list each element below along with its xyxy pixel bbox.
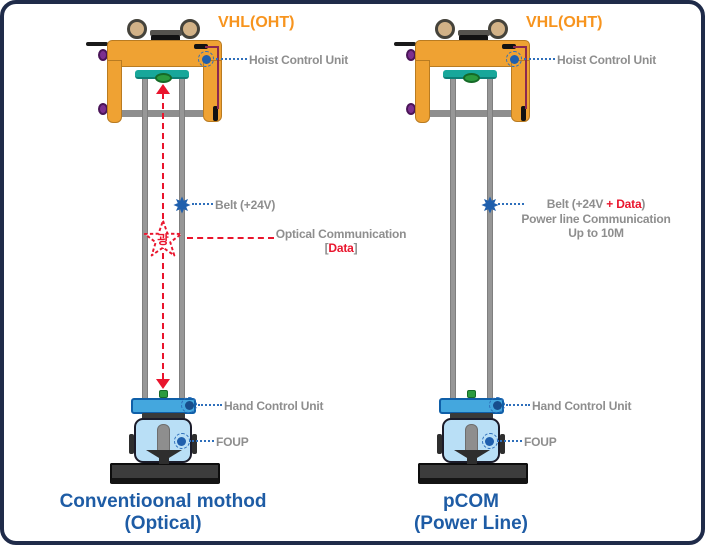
optical-line2: [Data] — [324, 241, 358, 255]
sensor-slot-top — [502, 44, 516, 49]
foup-arrow-icon — [146, 450, 182, 461]
belt-data-line: Belt (+24V + Data) — [546, 197, 646, 211]
hand-marker-ring — [181, 397, 197, 413]
wheel-icon — [488, 19, 508, 39]
control-wire — [217, 46, 219, 109]
belt-spark-icon — [173, 196, 191, 214]
hoist-marker-dot — [510, 55, 519, 64]
right-caption-line2: (Power Line) — [413, 513, 528, 534]
right-caption-line1: pCOM — [443, 491, 499, 512]
power-line-belt-label: Belt (+24V + Data) Power line Communicat… — [520, 197, 672, 241]
wheel-icon — [435, 19, 455, 39]
foup-arrow-icon — [454, 450, 490, 461]
control-wire — [205, 46, 219, 48]
vehicle-leg-left — [107, 60, 122, 123]
hoist-belt-right — [487, 78, 493, 400]
foup-handle — [500, 434, 505, 454]
signal-arrow-down-icon — [156, 379, 170, 389]
right-caption: pCOM (Power Line) — [331, 491, 611, 535]
foup-label: FOUP — [216, 435, 249, 449]
hand-control-unit-label: Hand Control Unit — [224, 399, 324, 413]
sensor-slot-side — [213, 106, 218, 121]
left-caption: Conventioonal mothod (Optical) — [23, 491, 303, 535]
hand-marker-dot — [185, 401, 194, 410]
antenna-bar — [86, 42, 108, 46]
hoist-belt-right — [179, 78, 185, 400]
hoist-control-unit-label: Hoist Control Unit — [557, 53, 657, 67]
foup-handle — [192, 434, 197, 454]
rail-hitch-lower — [459, 35, 488, 42]
foup-arrow-foot — [467, 458, 477, 464]
power-line-communication-line: Power line Communication — [521, 211, 671, 226]
left-caption-line1: Conventioonal mothod — [59, 491, 267, 512]
optical-communication-label: Optical Communication [Data] — [275, 227, 407, 255]
load-port-base — [110, 463, 220, 484]
control-wire — [513, 46, 527, 48]
vhl-oht-title: VHL(OHT) — [526, 14, 603, 31]
hoist-callout-line — [524, 58, 555, 60]
foup-marker-dot — [177, 437, 186, 446]
hand-sensor — [159, 390, 168, 398]
sensor-slot-top — [194, 44, 208, 49]
rail-hitch-lower — [151, 35, 180, 42]
hoist-belt-left — [450, 78, 456, 400]
hand-callout-line — [506, 404, 530, 406]
foup-marker-dot — [485, 437, 494, 446]
left-panel-conventional: VHL(OHT) 광 — [23, 14, 407, 535]
load-port-base — [418, 463, 528, 484]
hand-foup-connector — [142, 413, 185, 419]
up-to-10m-line: Up to 10M — [568, 226, 624, 240]
hoist-callout-line — [216, 58, 247, 60]
foup-handle — [437, 434, 442, 454]
belt-spark-icon — [481, 196, 499, 214]
belt-callout-line — [192, 203, 213, 205]
left-caption-line2: (Optical) — [124, 513, 202, 534]
optical-data-word: Data — [328, 241, 354, 255]
vehicle-leg-left — [415, 60, 430, 123]
hand-marker-ring — [489, 397, 505, 413]
hoist-marker-ring — [198, 51, 214, 67]
hand-sensor — [467, 390, 476, 398]
foup-gripper — [465, 424, 478, 453]
foup-gripper — [157, 424, 170, 453]
light-korean-char: 광 — [157, 232, 169, 247]
sensor-slot-side — [521, 106, 526, 121]
hand-control-unit-label: Hand Control Unit — [532, 399, 632, 413]
optical-transceiver — [155, 73, 172, 83]
hoist-marker-ring — [506, 51, 522, 67]
right-panel-pcom: VHL(OHT) — [308, 0, 705, 545]
wheel-icon — [127, 19, 147, 39]
hoist-marker-dot — [202, 55, 211, 64]
foup-callout-line — [497, 440, 522, 442]
hoist-control-unit-label: Hoist Control Unit — [249, 53, 349, 67]
hand-foup-connector — [450, 413, 493, 419]
hoist-belt-left — [142, 78, 148, 400]
control-wire — [525, 46, 527, 109]
optical-transceiver — [463, 73, 480, 83]
hand-callout-line — [198, 404, 222, 406]
signal-arrow-up-icon — [156, 84, 170, 94]
rail-hitch-upper — [458, 30, 490, 36]
vhl-oht-title: VHL(OHT) — [218, 14, 295, 31]
rail-hitch-upper — [150, 30, 182, 36]
antenna-bar — [394, 42, 416, 46]
belt-callout-line — [498, 203, 524, 205]
optical-callout-line — [187, 237, 274, 239]
foup-arrow-foot — [159, 458, 169, 464]
hand-marker-dot — [493, 401, 502, 410]
leg-crossbar — [424, 110, 518, 117]
belt-data-word: + Data — [606, 197, 642, 211]
wheel-icon — [180, 19, 200, 39]
optical-line1: Optical Communication — [275, 227, 407, 241]
foup-handle — [129, 434, 134, 454]
foup-callout-line — [189, 440, 214, 442]
belt-24v-label: Belt (+24V) — [215, 198, 276, 212]
light-star-icon: 광 — [143, 219, 183, 257]
foup-label: FOUP — [524, 435, 557, 449]
